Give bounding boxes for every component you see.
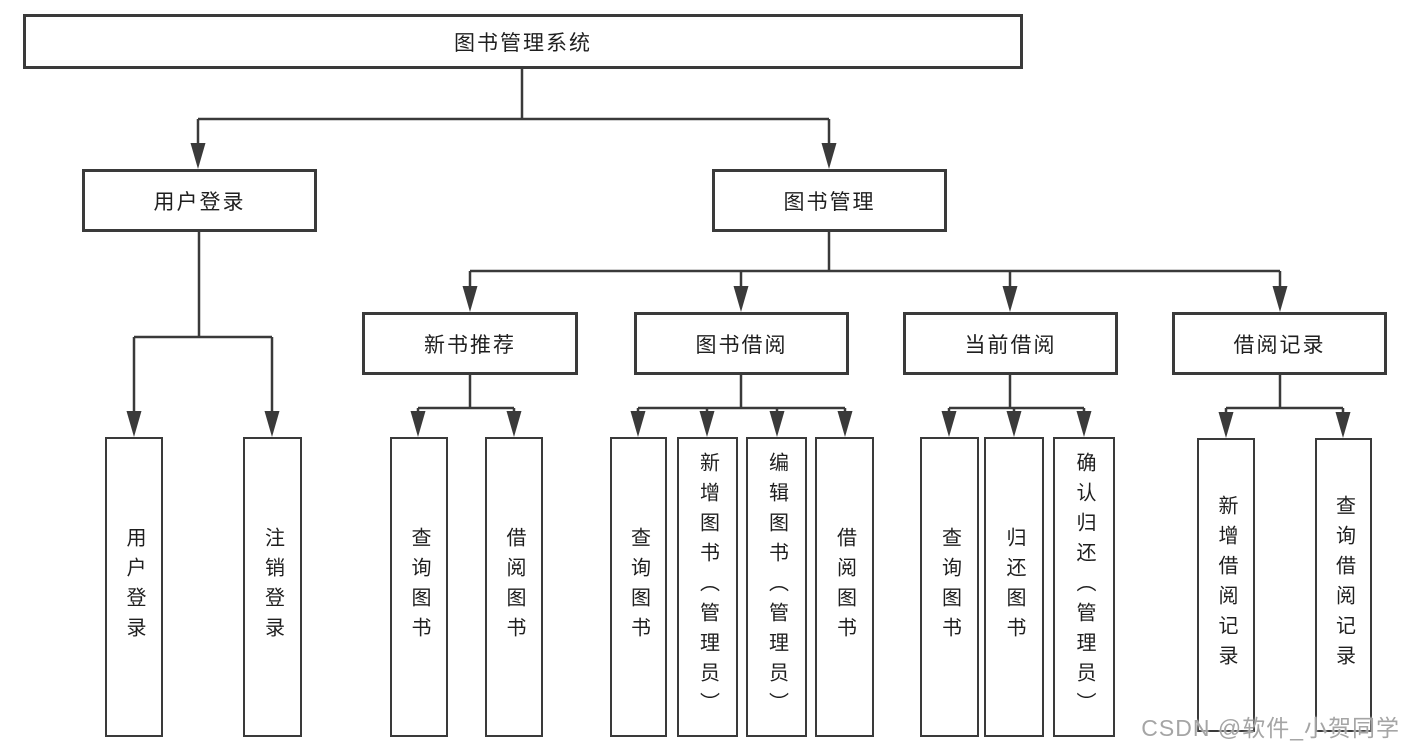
arrow-icon	[699, 411, 715, 437]
leaf-query-books-3: 查询图书	[920, 437, 979, 737]
arrow-icon	[1218, 412, 1234, 438]
leaf-query-books-1: 查询图书	[390, 437, 448, 737]
arrow-icon	[1002, 286, 1018, 312]
leaf-borrow-books-1: 借阅图书	[485, 437, 543, 737]
node-new-book-recommend: 新书推荐	[362, 312, 578, 375]
tree-branches	[132, 69, 1345, 421]
node-borrow-records: 借阅记录	[1172, 312, 1387, 375]
leaf-query-borrow-record: 查询借阅记录	[1315, 438, 1372, 732]
arrow-icon	[126, 411, 142, 437]
arrow-icon	[821, 143, 837, 169]
arrow-icon	[941, 411, 957, 437]
leaf-add-book-admin: 新增图书（管理员）	[677, 437, 738, 737]
arrowheads	[126, 143, 1351, 438]
arrow-icon	[1272, 286, 1288, 312]
node-book-borrow: 图书借阅	[634, 312, 849, 375]
arrow-icon	[1335, 412, 1351, 438]
arrow-icon	[1076, 411, 1092, 437]
arrow-icon	[769, 411, 785, 437]
arrow-icon	[264, 411, 280, 437]
leaf-return-book: 归还图书	[984, 437, 1044, 737]
csdn-watermark: CSDN @软件_小贺同学	[1141, 715, 1400, 741]
node-root: 图书管理系统	[23, 14, 1023, 69]
leaf-confirm-return-admin: 确认归还（管理员）	[1053, 437, 1115, 737]
node-book-management: 图书管理	[712, 169, 947, 232]
arrow-icon	[837, 411, 853, 437]
leaf-logout: 注销登录	[243, 437, 302, 737]
leaf-user-login: 用户登录	[105, 437, 163, 737]
leaf-query-books-2: 查询图书	[610, 437, 667, 737]
leaf-add-borrow-record: 新增借阅记录	[1197, 438, 1255, 732]
node-user-login: 用户登录	[82, 169, 317, 232]
leaf-borrow-books-2: 借阅图书	[815, 437, 874, 737]
arrow-icon	[733, 286, 749, 312]
arrow-icon	[630, 411, 646, 437]
arrow-icon	[506, 411, 522, 437]
arrow-icon	[190, 143, 206, 169]
arrow-icon	[462, 286, 478, 312]
arrow-icon	[1006, 411, 1022, 437]
arrow-icon	[410, 411, 426, 437]
leaf-edit-book-admin: 编辑图书（管理员）	[746, 437, 807, 737]
node-current-borrow: 当前借阅	[903, 312, 1118, 375]
